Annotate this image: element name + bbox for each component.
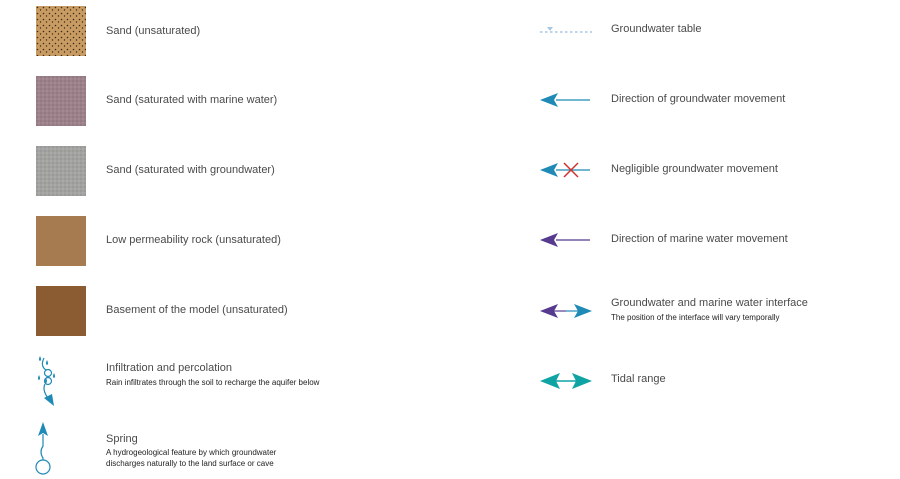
legend-label: Spring [106, 433, 138, 445]
negligible-movement-icon [540, 162, 590, 178]
legend-label: Sand (unsaturated) [106, 25, 201, 37]
sand-marine-swatch [36, 76, 86, 126]
legend-label: Direction of marine water movement [611, 233, 788, 245]
infiltration-icon [38, 356, 55, 406]
marine-arrow-icon [540, 233, 590, 247]
legend-label: Basement of the model (unsaturated) [106, 304, 288, 316]
legend-label: Negligible groundwater movement [611, 163, 778, 175]
legend-label: Groundwater and marine water interface [611, 297, 808, 309]
legend-label: Tidal range [611, 373, 666, 385]
legend-label: Direction of groundwater movement [611, 93, 786, 105]
legend-label: Sand (saturated with groundwater) [106, 164, 275, 176]
legend-label: Groundwater table [611, 23, 702, 35]
spring-icon [35, 422, 51, 475]
legend-label: Low permeability rock (unsaturated) [106, 234, 281, 246]
legend-label: Sand (saturated with marine water) [106, 94, 278, 106]
low-permeability-rock-swatch [36, 216, 86, 266]
tidal-range-icon [540, 373, 592, 389]
groundwater-arrow-icon [540, 93, 590, 107]
sand-unsaturated-swatch [36, 6, 86, 56]
groundwater-table-icon [540, 27, 592, 33]
sand-groundwater-swatch [36, 146, 86, 196]
legend-description: The position of the interface will vary … [611, 313, 780, 322]
legend-label: Infiltration and percolation [106, 362, 232, 374]
basement-swatch [36, 286, 86, 336]
interface-arrow-icon [540, 304, 592, 318]
legend-description: discharges naturally to the land surface… [106, 459, 274, 468]
legend-description: Rain infiltrates through the soil to rec… [106, 378, 320, 387]
legend-description: A hydrogeological feature by which groun… [106, 448, 277, 457]
